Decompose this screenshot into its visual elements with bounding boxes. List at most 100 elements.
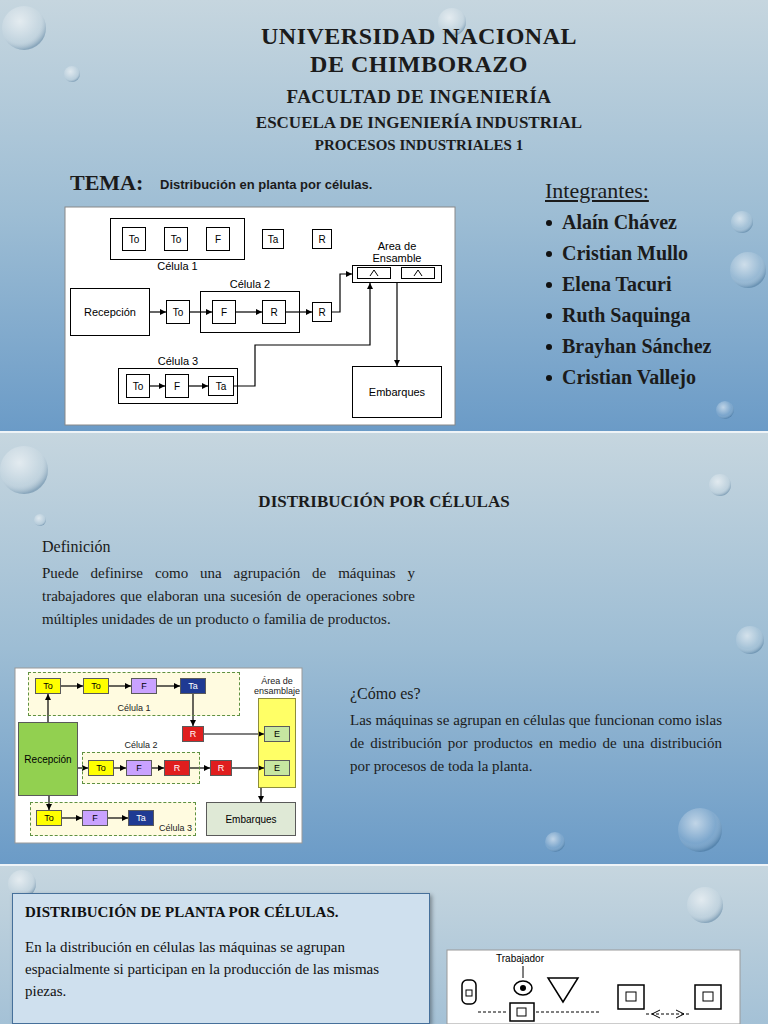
water-drop bbox=[716, 401, 734, 419]
member-name: Brayhan Sánchez bbox=[562, 335, 711, 358]
flow-arrow bbox=[234, 283, 370, 386]
flow-arrow bbox=[157, 685, 180, 686]
flow-arrow bbox=[332, 274, 352, 312]
flow-arrow bbox=[61, 685, 83, 686]
heading-text: PROCESOS INDUSTRIALES 1 bbox=[219, 137, 619, 154]
member-name: Ruth Saquinga bbox=[562, 304, 690, 327]
machine-box: R bbox=[312, 302, 332, 322]
machine-box: To bbox=[83, 678, 109, 694]
box-label: Recepción bbox=[24, 754, 71, 765]
cell-label: Área de ensamblaje bbox=[237, 677, 317, 697]
box-label: To bbox=[129, 234, 140, 245]
box-label: F bbox=[174, 381, 180, 392]
flow-arrow bbox=[260, 788, 261, 802]
area-box: Embarques bbox=[352, 366, 442, 418]
member-name: Elena Tacuri bbox=[562, 273, 671, 296]
water-drop bbox=[545, 832, 565, 852]
caret-mark bbox=[370, 270, 378, 276]
box-label: F bbox=[136, 763, 142, 773]
slide-title: UNIVERSIDAD NACIONAL DE CHIMBORAZO bbox=[244, 22, 594, 78]
flow-arrow bbox=[48, 796, 49, 810]
flow-arrow bbox=[676, 1010, 684, 1018]
box-label: R bbox=[318, 234, 325, 245]
box-label: R bbox=[318, 307, 325, 318]
area-box: Recepción bbox=[18, 722, 78, 796]
flow-arrow bbox=[652, 1010, 660, 1018]
heading-text: TEMA: bbox=[70, 170, 143, 196]
machine-symbol bbox=[548, 978, 578, 1002]
cell-label: Célula 1 bbox=[138, 260, 218, 272]
box-label: To bbox=[171, 234, 182, 245]
text-panel: DISTRIBUCIÓN DE PLANTA POR CÉLULAS. En la… bbox=[12, 893, 430, 1024]
member-name: Alaín Chávez bbox=[562, 211, 677, 234]
machine-box: To bbox=[36, 810, 62, 826]
region-fill bbox=[82, 752, 200, 784]
cell-region: ToToFTaCélula 1 bbox=[28, 672, 240, 716]
flow-arrow bbox=[190, 767, 210, 768]
machine-box: R bbox=[164, 760, 190, 776]
flow-arrow bbox=[109, 685, 131, 686]
flow-arrow bbox=[192, 694, 193, 726]
box-label: R bbox=[174, 763, 181, 773]
box-label: To bbox=[96, 763, 106, 773]
flow-arrow bbox=[286, 311, 312, 312]
machine-symbol bbox=[703, 992, 713, 1001]
slide-background bbox=[0, 433, 768, 864]
assembly-box: E bbox=[264, 760, 290, 776]
cell-label: Célula 3 bbox=[138, 355, 218, 367]
box-label: To bbox=[133, 381, 144, 392]
flow-arrow bbox=[150, 385, 165, 386]
water-drops bbox=[0, 6, 766, 923]
cell-region: ToFTaCélula 3 bbox=[118, 368, 238, 404]
box-label: E bbox=[274, 763, 280, 773]
box-label: R bbox=[218, 763, 225, 773]
water-drop bbox=[687, 887, 723, 923]
box-label: F bbox=[92, 813, 98, 823]
slide-background bbox=[0, 0, 768, 431]
assembly-slot bbox=[357, 267, 391, 279]
panel-body: En la distribución en células las máquin… bbox=[25, 937, 417, 1002]
assembly-area: Area de Ensamble bbox=[352, 265, 442, 283]
member-name: Cristian Mullo bbox=[562, 242, 688, 265]
flow-arrow bbox=[150, 311, 166, 312]
machine-box: F bbox=[126, 760, 152, 776]
box-label: To bbox=[44, 813, 54, 823]
flow-line bbox=[478, 1012, 508, 1013]
leader-line bbox=[523, 966, 524, 978]
flow-arrow bbox=[232, 767, 264, 768]
flow-arrow bbox=[62, 817, 82, 818]
assembly-area: EEÁrea de ensamblaje bbox=[258, 698, 296, 788]
heading-text: DISTRIBUCIÓN POR CÉLULAS bbox=[184, 492, 584, 512]
box-label: R bbox=[190, 729, 197, 739]
box-label: To bbox=[43, 681, 53, 691]
area-box: Embarques bbox=[206, 802, 296, 836]
box-label: Ta bbox=[216, 381, 227, 392]
assembly-box: E bbox=[264, 726, 290, 742]
box-label: F bbox=[141, 681, 147, 691]
flow-line bbox=[536, 1012, 600, 1013]
heading-text: FACULTAD DE INGENIERÍA bbox=[219, 86, 619, 108]
machine-symbol bbox=[618, 985, 644, 1009]
box-label: Ta bbox=[136, 813, 146, 823]
box-label: Ta bbox=[188, 681, 198, 691]
panel-heading: DISTRIBUCIÓN DE PLANTA POR CÉLULAS. bbox=[25, 904, 417, 921]
cell-label: Célula 2 bbox=[111, 741, 171, 751]
flow-arrow bbox=[47, 694, 48, 722]
box-label: F bbox=[215, 234, 221, 245]
paragraph: Las máquinas se agrupan en células que f… bbox=[350, 709, 722, 778]
flow-arrow bbox=[114, 767, 126, 768]
machine-box: R bbox=[312, 229, 332, 249]
water-drop bbox=[2, 6, 46, 50]
machine-symbol bbox=[626, 992, 636, 1001]
cell-illustration bbox=[447, 950, 740, 1024]
worker-symbol bbox=[514, 981, 532, 995]
flow-arrow bbox=[78, 767, 88, 768]
machine-box: R bbox=[262, 300, 286, 324]
machine-symbol bbox=[695, 985, 721, 1009]
machine-box: F bbox=[131, 678, 157, 694]
flow-arrow bbox=[152, 767, 164, 768]
water-drop bbox=[731, 211, 753, 233]
machine-box: R bbox=[210, 760, 232, 776]
machine-box: F bbox=[165, 374, 189, 398]
machine-box: Ta bbox=[262, 229, 284, 249]
